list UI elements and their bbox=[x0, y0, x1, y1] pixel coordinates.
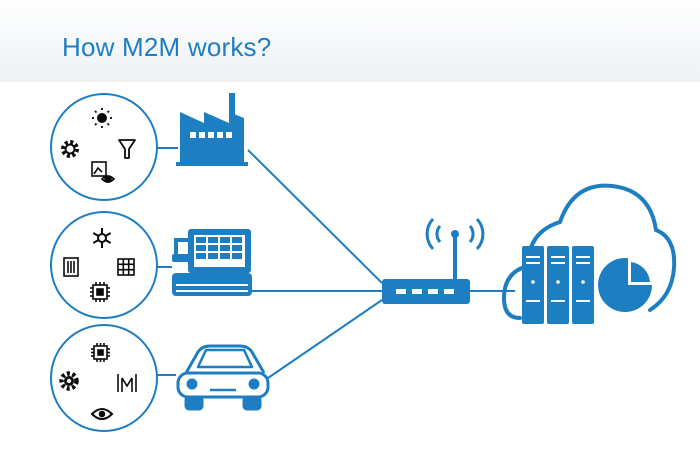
feature-circle-1 bbox=[50, 93, 158, 201]
eye-icon bbox=[90, 408, 114, 420]
server-rack-icon bbox=[522, 246, 594, 324]
wireless-router-icon bbox=[382, 217, 485, 304]
header-band bbox=[0, 0, 700, 82]
connection-lines bbox=[157, 147, 515, 379]
chip-icon bbox=[90, 282, 110, 302]
snowflake-icon bbox=[92, 228, 112, 248]
feature-circle-3 bbox=[50, 324, 158, 432]
feature-circle-2 bbox=[50, 211, 158, 319]
factory-icon bbox=[176, 93, 248, 166]
grid-icon bbox=[117, 258, 135, 276]
gear-icon bbox=[59, 371, 79, 391]
pie-chart-icon bbox=[598, 255, 656, 312]
filter-icon bbox=[118, 139, 136, 159]
image-view-icon bbox=[91, 161, 116, 183]
car-icon bbox=[176, 344, 270, 411]
gear-icon bbox=[61, 140, 79, 158]
line-factory-router bbox=[247, 149, 383, 284]
page-title: How M2M works? bbox=[62, 32, 272, 62]
line-car-router bbox=[267, 299, 383, 379]
pos-terminal-icon bbox=[172, 229, 252, 296]
cloud-icon bbox=[501, 183, 677, 320]
chip-icon bbox=[91, 343, 110, 362]
meter-icon bbox=[117, 374, 137, 392]
sim-card-icon bbox=[63, 257, 79, 277]
sun-icon bbox=[92, 108, 112, 128]
